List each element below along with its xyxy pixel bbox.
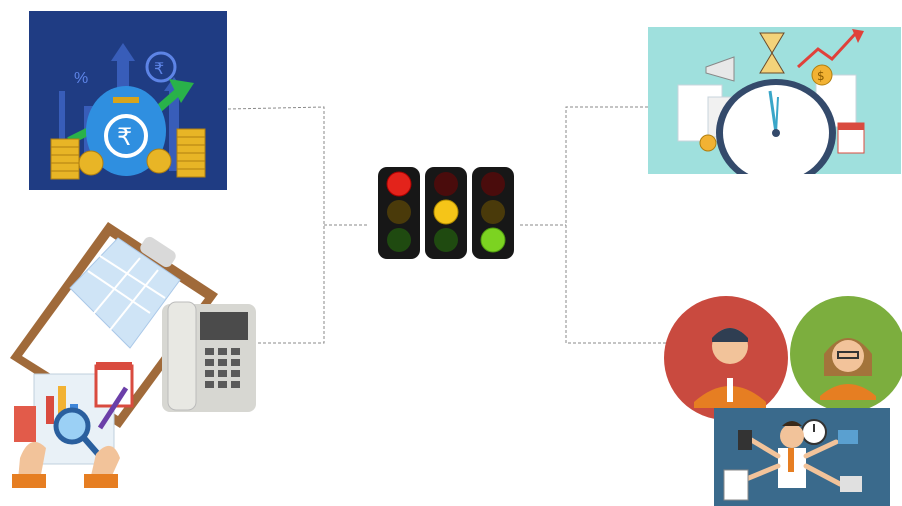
clipboard-phone-analysis-icon xyxy=(0,218,262,506)
rupee-circle-symbol: ₹ xyxy=(154,59,164,78)
clock-deadline-documents-icon: $ xyxy=(648,27,901,174)
rupee-bag-symbol: ₹ xyxy=(117,123,132,151)
traffic-light-green xyxy=(472,167,514,259)
traffic-lights-group xyxy=(372,165,520,261)
people-avatars-multitasking-icon xyxy=(664,290,902,506)
coin-currency-symbol: $ xyxy=(817,69,825,83)
traffic-light-yellow xyxy=(425,167,467,259)
percent-symbol: % xyxy=(74,70,88,87)
money-bag-rupee-growth-icon: % ₹ ₹ xyxy=(29,11,227,190)
traffic-light-red xyxy=(378,167,420,259)
